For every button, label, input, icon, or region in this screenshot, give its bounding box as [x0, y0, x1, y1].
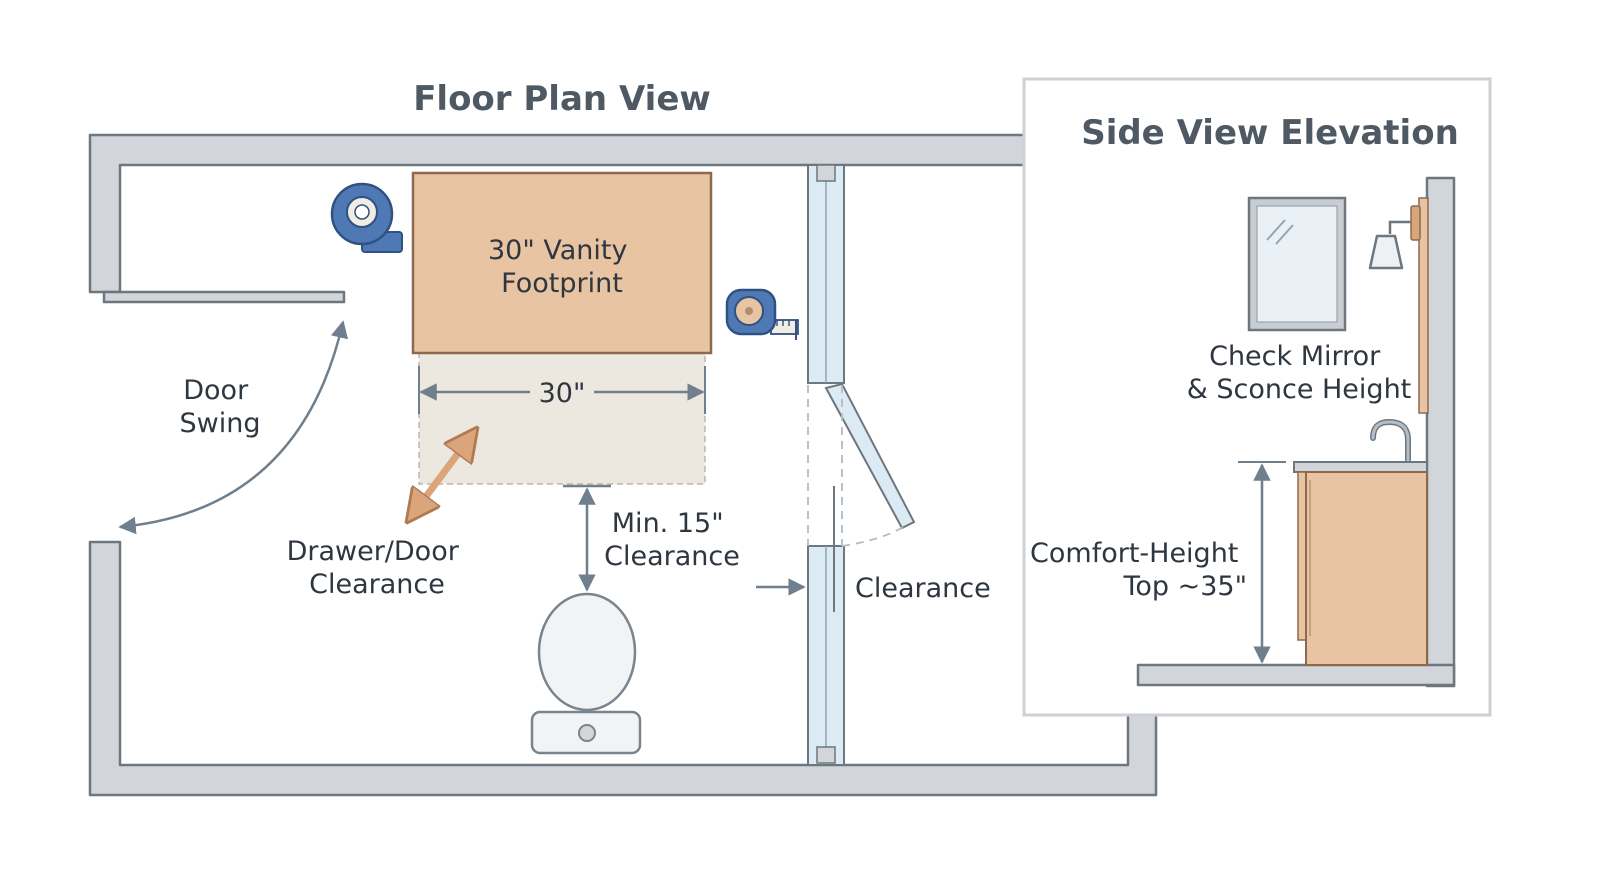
side-vanity — [1293, 461, 1428, 666]
toilet-icon — [530, 592, 642, 755]
vanity-label: 30" Vanity Footprint — [488, 235, 636, 299]
shower-clearance-label: Clearance — [855, 573, 991, 604]
side-floor — [1136, 663, 1456, 687]
width-dimension-label: 30" — [539, 378, 586, 409]
side-back-wall — [1425, 176, 1456, 688]
floor-plan-title: Floor Plan View — [413, 79, 711, 119]
shower-door — [807, 382, 916, 547]
door-swing-label: Door Swing — [180, 375, 261, 439]
sconce-icon — [1368, 220, 1411, 270]
vanity-footprint — [411, 171, 713, 355]
glass-partition — [807, 164, 845, 766]
floor-plan: Floor Plan View Door Swing 30" Vanity Fo… — [88, 79, 1158, 797]
tape-roll-icon — [330, 182, 403, 253]
height-label: Comfort-Height Top ~35" — [1030, 538, 1247, 602]
faucet-icon — [1370, 418, 1411, 463]
drawer-clearance-label: Drawer/Door Clearance — [287, 536, 468, 600]
tape-measure-icon — [725, 288, 799, 340]
mirror-icon — [1247, 196, 1347, 332]
sconce-mount — [1410, 205, 1421, 241]
mirror-label: Check Mirror & Sconce Height — [1187, 341, 1412, 405]
door-header — [102, 290, 346, 304]
clearance-zone — [418, 351, 706, 485]
drawer-clearance-arrow — [410, 432, 474, 518]
door-swing-arrow — [118, 320, 349, 535]
side-view-elevation: Side View Elevation Check Mirror & Sconc… — [1022, 77, 1492, 717]
toilet-clearance-label: Min. 15" Clearance — [604, 508, 740, 572]
side-view-title: Side View Elevation — [1081, 113, 1459, 153]
backsplash — [1418, 197, 1429, 414]
width-dimension: 30" — [418, 366, 706, 414]
